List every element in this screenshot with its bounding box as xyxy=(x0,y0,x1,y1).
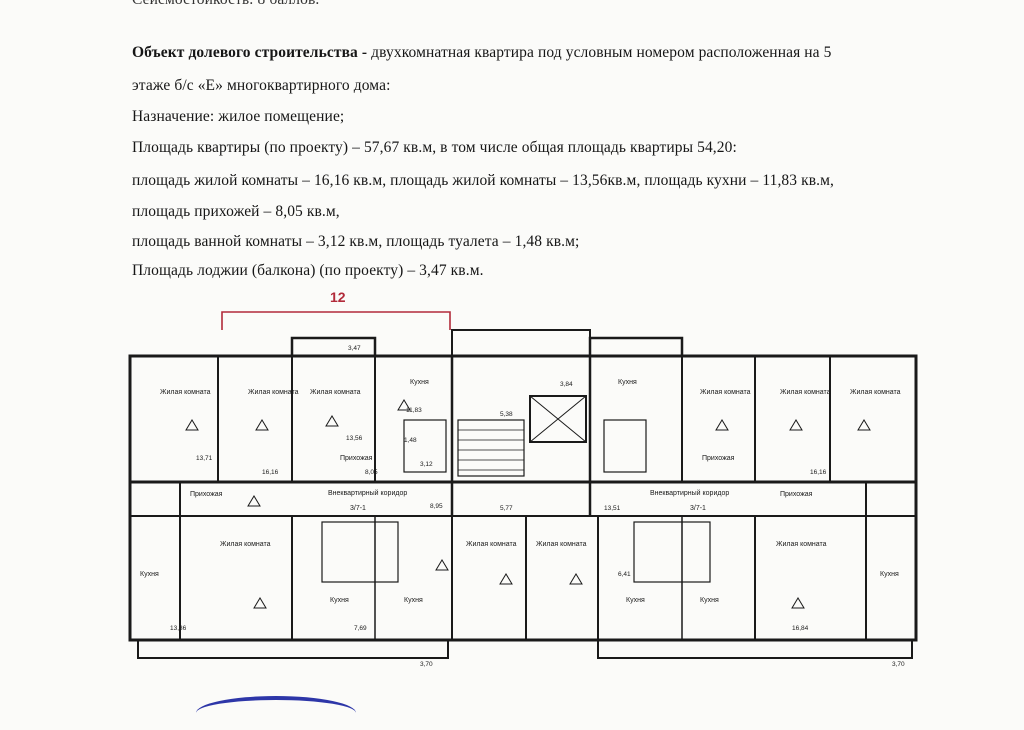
text-line-room-areas: площадь жилой комнаты – 16,16 кв.м, площ… xyxy=(132,172,835,189)
floor-plan: 12 Жилая комна xyxy=(128,290,918,668)
corridor-code: 3/7-1 xyxy=(350,505,366,512)
room-marker-icon xyxy=(791,597,805,609)
room-label-living: Жилая комната xyxy=(220,541,271,548)
room-marker-icon xyxy=(789,419,803,431)
room-label-hall: Прихожая xyxy=(702,455,735,462)
area-label: 3,70 xyxy=(892,661,905,668)
room-marker-icon xyxy=(715,419,729,431)
area-loggia: 3,47 xyxy=(348,345,361,352)
area-kitchen: 11,83 xyxy=(406,407,422,414)
room-marker-icon xyxy=(253,597,267,609)
room-label-kitchen: Кухня xyxy=(140,571,159,578)
room-marker-icon xyxy=(857,419,871,431)
object-heading: Объект долевого строительства - xyxy=(132,44,368,61)
area-room-a: 16,16 xyxy=(262,469,279,476)
area-label: 3,84 xyxy=(560,381,573,388)
text-line-total-area: Площадь квартиры (по проекту) – 57,67 кв… xyxy=(132,139,737,156)
room-label-kitchen: Кухня xyxy=(626,597,645,604)
room-label-living: Жилая комната xyxy=(310,389,361,396)
plan-walls xyxy=(128,329,918,659)
text-line-floor: этаже б/с «Е» многоквартирного дома: xyxy=(132,77,391,94)
area-label: 8,95 xyxy=(430,503,443,510)
room-marker-icon xyxy=(569,573,583,585)
room-label-living: Жилая комната xyxy=(776,541,827,548)
room-label-kitchen: Кухня xyxy=(404,597,423,604)
text-line-hall-area: площадь прихожей – 8,05 кв.м, xyxy=(132,203,340,220)
text-line-object: Объект долевого строительства - двухкомн… xyxy=(132,44,832,62)
room-label-living: Жилая комната xyxy=(700,389,751,396)
area-room-b: 13,56 xyxy=(346,435,363,442)
apartment-marker-bracket xyxy=(221,311,451,330)
room-label-kitchen: Кухня xyxy=(700,597,719,604)
corridor-code: 3/7-1 xyxy=(690,505,706,512)
room-label-hall: Прихожая xyxy=(780,491,813,498)
room-marker-icon xyxy=(499,573,513,585)
text-line-bath-areas: площадь ванной комнаты – 3,12 кв.м, площ… xyxy=(132,233,580,250)
room-label-kitchen: Кухня xyxy=(410,379,429,386)
corridor-label: Внеквартирный коридор xyxy=(328,489,407,497)
room-label-hall: Прихожая xyxy=(190,491,223,498)
area-label: 13,86 xyxy=(170,625,187,632)
area-label: 5,38 xyxy=(500,411,513,418)
text-line-loggia-area: Площадь лоджии (балкона) (по проекту) – … xyxy=(132,262,484,279)
room-marker-icon xyxy=(435,559,449,571)
room-marker-icon xyxy=(325,415,339,427)
room-label-living: Жилая комната xyxy=(536,541,587,548)
area-label: 13,51 xyxy=(604,505,621,512)
room-marker-icon xyxy=(185,419,199,431)
room-label-living: Жилая комната xyxy=(466,541,517,548)
room-label-hall: Прихожая xyxy=(340,455,373,462)
area-label: 16,16 xyxy=(810,469,827,476)
room-label-living: Жилая комната xyxy=(248,389,299,396)
area-label: 5,77 xyxy=(500,505,513,512)
area-label: 3,70 xyxy=(420,661,433,668)
room-marker-icon xyxy=(255,419,269,431)
area-label: 6,41 xyxy=(618,571,631,578)
text-line-purpose: Назначение: жилое помещение; xyxy=(132,108,345,125)
area-bath: 3,12 xyxy=(420,461,433,468)
area-wc: 1,48 xyxy=(404,437,417,444)
seal-stamp-fragment xyxy=(196,696,356,730)
object-description: двухкомнатная квартира под условным номе… xyxy=(367,44,832,61)
area-label: 16,84 xyxy=(792,625,809,632)
room-label-kitchen: Кухня xyxy=(880,571,899,578)
room-label-living: Жилая комната xyxy=(850,389,901,396)
room-label-kitchen: Кухня xyxy=(330,597,349,604)
area-hall: 8,05 xyxy=(365,469,378,476)
room-marker-icon xyxy=(397,399,411,411)
room-label-kitchen: Кухня xyxy=(618,379,637,386)
area-label: 13,71 xyxy=(196,455,213,462)
area-label: 7,69 xyxy=(354,625,367,632)
room-label-living: Жилая комната xyxy=(780,389,831,396)
text-line-seismic: Сейсмостойкость: 8 баллов. xyxy=(132,0,319,9)
apartment-marker-label: 12 xyxy=(330,290,346,305)
room-marker-icon xyxy=(247,495,261,507)
corridor-label: Внеквартирный коридор xyxy=(650,489,729,497)
room-label-living: Жилая комната xyxy=(160,389,211,396)
